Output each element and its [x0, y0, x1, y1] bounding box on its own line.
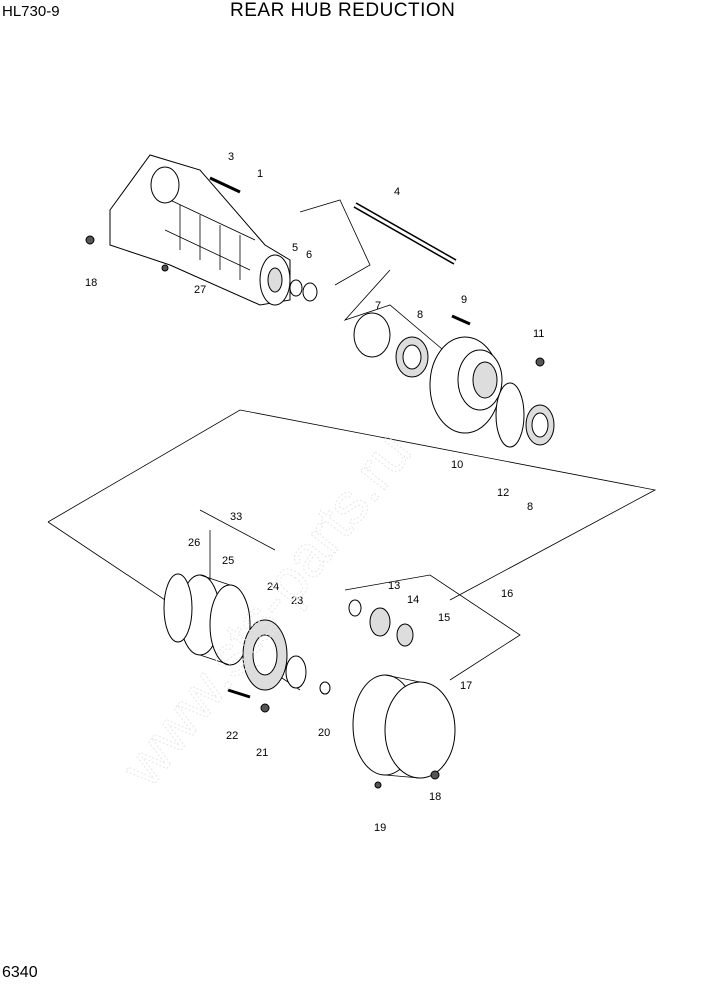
callout-18b: 18	[429, 791, 441, 803]
callout-33: 33	[230, 511, 242, 523]
assembly-outline-lines	[47, 199, 657, 691]
bearing-part-15	[396, 623, 414, 647]
callout-7: 7	[375, 300, 381, 312]
washer-part-20	[319, 681, 331, 695]
callout-6: 6	[306, 249, 312, 261]
planet-gear-part-14	[369, 607, 391, 637]
seal-part-5	[289, 279, 303, 297]
pin-part-22	[227, 688, 251, 699]
bolt-part-18-bottom	[430, 770, 440, 780]
callout-14: 14	[407, 594, 419, 606]
callout-labels: 1 3 4 5 6 7 8 9 10 11 12 8 18 27 33 26 2…	[85, 151, 544, 834]
callout-20: 20	[318, 727, 330, 739]
seal-part-7	[353, 312, 391, 358]
bolt-part-27	[161, 264, 169, 272]
callout-24: 24	[267, 581, 279, 593]
callout-26: 26	[188, 537, 200, 549]
callout-17: 17	[460, 680, 472, 692]
callout-15: 15	[438, 612, 450, 624]
wheel-hub-part	[429, 336, 503, 434]
page-title: REAR HUB REDUCTION	[230, 0, 456, 21]
callout-16: 16	[501, 588, 513, 600]
callout-13: 13	[388, 580, 400, 592]
model-code: HL730-9	[2, 3, 60, 20]
seal-bearing-part-12	[495, 382, 555, 448]
bolt-part-3	[209, 176, 241, 194]
snap-ring-part-13	[348, 599, 362, 617]
snap-ring-part-26	[163, 573, 193, 643]
callout-3: 3	[228, 151, 234, 163]
callout-12: 12	[497, 487, 509, 499]
callout-8: 8	[417, 309, 423, 321]
callout-4: 4	[394, 186, 400, 198]
callout-18: 18	[85, 277, 97, 289]
callout-1: 1	[257, 168, 263, 180]
seal-part-6	[302, 282, 318, 302]
bolt-part-9	[451, 314, 471, 326]
bolt-part-18-top	[85, 235, 95, 245]
axle-shaft-part	[353, 202, 457, 265]
callout-22: 22	[226, 730, 238, 742]
nut-part-21	[260, 703, 270, 713]
plug-part-19	[374, 781, 382, 789]
axle-housing-part	[109, 154, 291, 306]
nut-part-11	[535, 357, 545, 367]
callout-8b: 8	[527, 501, 533, 513]
thrust-washer-part-23	[285, 655, 307, 689]
gear-carrier-part-24	[242, 619, 288, 691]
page-number: 6340	[2, 964, 38, 981]
callout-25: 25	[222, 555, 234, 567]
callout-23: 23	[291, 595, 303, 607]
callout-11: 11	[533, 328, 544, 340]
hub-cover-part-17	[352, 674, 456, 779]
callout-10: 10	[451, 459, 463, 471]
callout-5: 5	[292, 242, 298, 254]
callout-21: 21	[256, 747, 268, 759]
callout-19: 19	[374, 822, 386, 834]
callout-9: 9	[461, 294, 467, 306]
callout-27: 27	[194, 284, 206, 296]
